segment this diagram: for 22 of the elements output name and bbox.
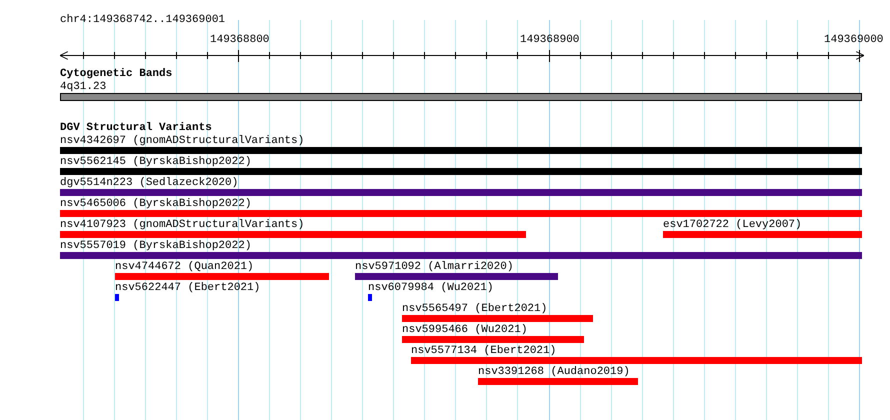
variant-label: nsv3391268 (Audano2019) [478, 366, 630, 378]
variant-label: nsv5995466 (Wu2021) [402, 324, 528, 336]
track-title: Cytogenetic Bands [60, 68, 172, 80]
variant-label: nsv5557019 (ByrskaBishop2022) [60, 240, 252, 252]
variant-label: nsv4744672 (Quan2021) [115, 261, 254, 273]
variant-label: nsv5622447 (Ebert2021) [115, 282, 260, 294]
variant-label: esv1702722 (Levy2007) [663, 219, 802, 231]
variant-label: nsv5465006 (ByrskaBishop2022) [60, 198, 252, 210]
locus-label: chr4:149368742..149369001 [60, 14, 226, 26]
tick-label: 149368800 [210, 34, 270, 46]
variant-label: nsv6079984 (Wu2021) [368, 282, 494, 294]
variant-label: nsv5562145 (ByrskaBishop2022) [60, 156, 252, 168]
track-title: DGV Structural Variants [60, 122, 212, 134]
variant-label: nsv5565497 (Ebert2021) [402, 303, 548, 315]
variant-label: nsv4342697 (gnomADStructuralVariants) [60, 135, 304, 147]
variant-label: nsv5971092 (Almarri2020) [355, 261, 514, 273]
tick-label: 149369000 [824, 34, 884, 46]
band-label: 4q31.23 [60, 81, 106, 93]
tick-label: 149368900 [520, 34, 580, 46]
variant-label: nsv5577134 (Ebert2021) [411, 345, 556, 357]
variant-label: nsv4107923 (gnomADStructuralVariants) [60, 219, 304, 231]
variant-label: dgv5514n223 (Sedlazeck2020) [60, 177, 238, 189]
